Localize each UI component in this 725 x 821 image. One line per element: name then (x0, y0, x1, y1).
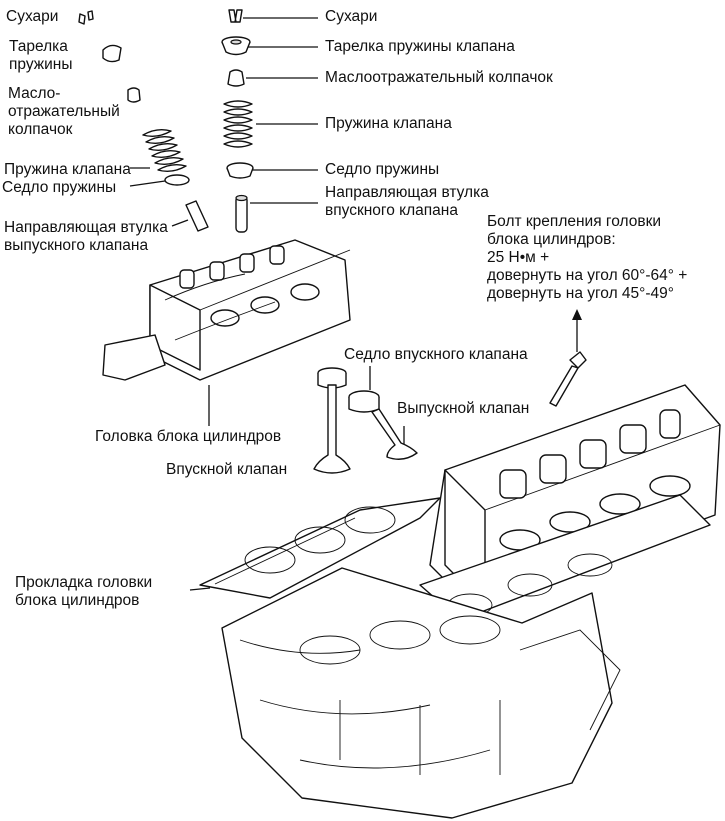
label-intake-guide: Направляющая втулка впускного клапана (325, 184, 489, 219)
label-left-oil-seal: Масло- отражательный колпачок (8, 85, 120, 138)
left-spring-seat-icon (164, 174, 190, 186)
cylinder-head-drawing (102, 239, 351, 381)
intake-guide-icon (235, 195, 248, 233)
left-keepers-icon (78, 10, 94, 25)
center-valve-spring-icon (223, 100, 253, 148)
head-bolt-icon (549, 351, 587, 407)
label-center-oil-seal: Маслоотражательный колпачок (325, 69, 553, 86)
label-center-valve-spring: Пружина клапана (325, 115, 452, 132)
label-cylinder-head: Головка блока цилиндров (95, 428, 282, 445)
label-intake-valve: Впускной клапан (166, 461, 288, 478)
valve-parts (313, 367, 418, 474)
engine-block-drawing (221, 567, 621, 819)
left-oil-seal-icon (127, 87, 141, 103)
label-center-keepers: Сухари (325, 8, 378, 25)
center-keepers-icon (228, 9, 243, 23)
left-valve-parts (78, 10, 209, 232)
leader-head-gasket (189, 587, 211, 591)
label-exhaust-guide: Направляющая втулка выпускного клапана (4, 219, 168, 254)
label-exhaust-valve: Выпускной клапан (397, 400, 530, 417)
large-cylinder-head-drawing (419, 384, 721, 621)
label-left-spring-retainer: Тарелка пружины (9, 38, 73, 73)
label-left-valve-spring: Пружина клапана (4, 161, 131, 178)
label-center-spring-retainer: Тарелка пружины клапана (325, 38, 515, 55)
exhaust-guide-icon (185, 200, 209, 232)
center-valve-parts (221, 9, 254, 233)
label-center-spring-seat: Седло пружины (325, 161, 440, 178)
center-oil-seal-icon (227, 69, 245, 87)
exhaust-valve-icon (371, 408, 418, 460)
label-head-gasket: Прокладка головки блока цилиндров (15, 574, 153, 609)
head-gasket-drawing (199, 497, 441, 599)
label-head-bolt: Болт крепления головки блока цилиндров: … (487, 213, 688, 302)
bolt-arrow-icon (572, 309, 582, 320)
label-left-spring-seat: Седло пружины (2, 179, 117, 196)
leader-exhaust-guide (171, 219, 189, 227)
intake-valve-icon (313, 384, 351, 474)
leader-left-seat (129, 180, 166, 187)
left-valve-spring-icon (142, 128, 187, 173)
label-intake-valve-seat: Седло впускного клапана (344, 346, 528, 363)
label-left-keepers: Сухари (6, 8, 59, 25)
left-retainer-icon (102, 44, 122, 63)
